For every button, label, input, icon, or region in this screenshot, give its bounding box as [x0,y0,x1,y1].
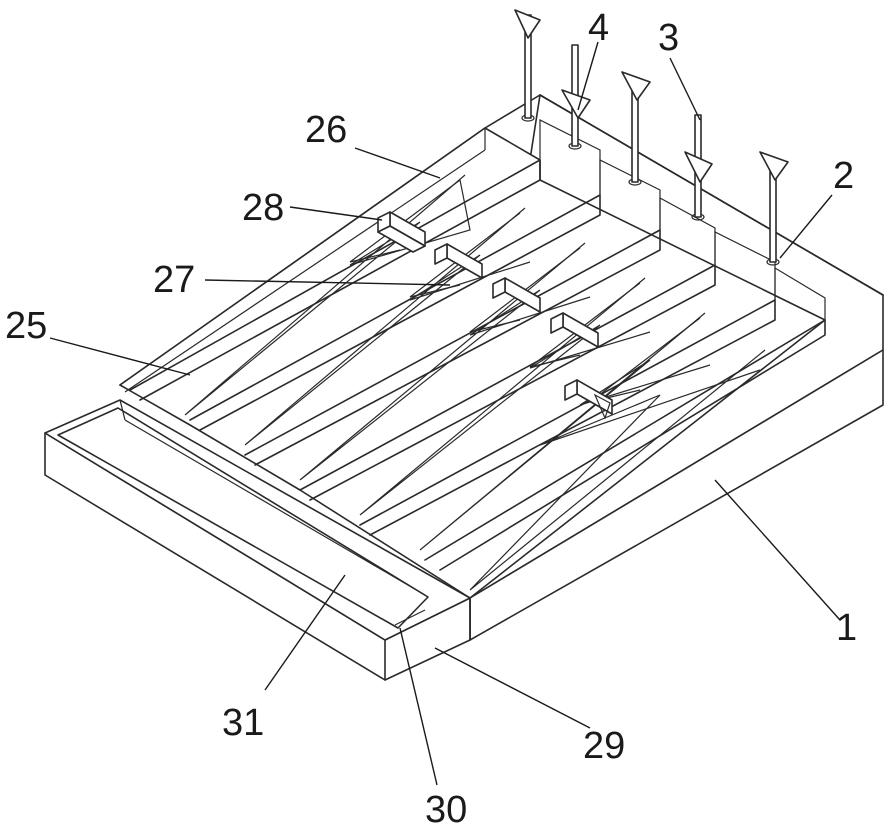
pole-1 [515,10,540,121]
label-3: 3 [658,17,679,59]
label-29: 29 [583,725,625,767]
label-25: 25 [5,305,47,347]
leader-2 [780,195,832,258]
label-2: 2 [833,155,854,197]
leader-29 [435,648,590,728]
leader-26 [355,148,440,178]
label-30: 30 [425,789,467,831]
leader-3 [670,58,700,120]
label-1: 1 [836,607,857,649]
label-31: 31 [222,702,264,744]
label-27: 27 [153,259,195,301]
label-4: 4 [588,7,609,49]
label-26: 26 [305,109,347,151]
label-28: 28 [242,187,284,229]
leader-1 [715,480,840,620]
